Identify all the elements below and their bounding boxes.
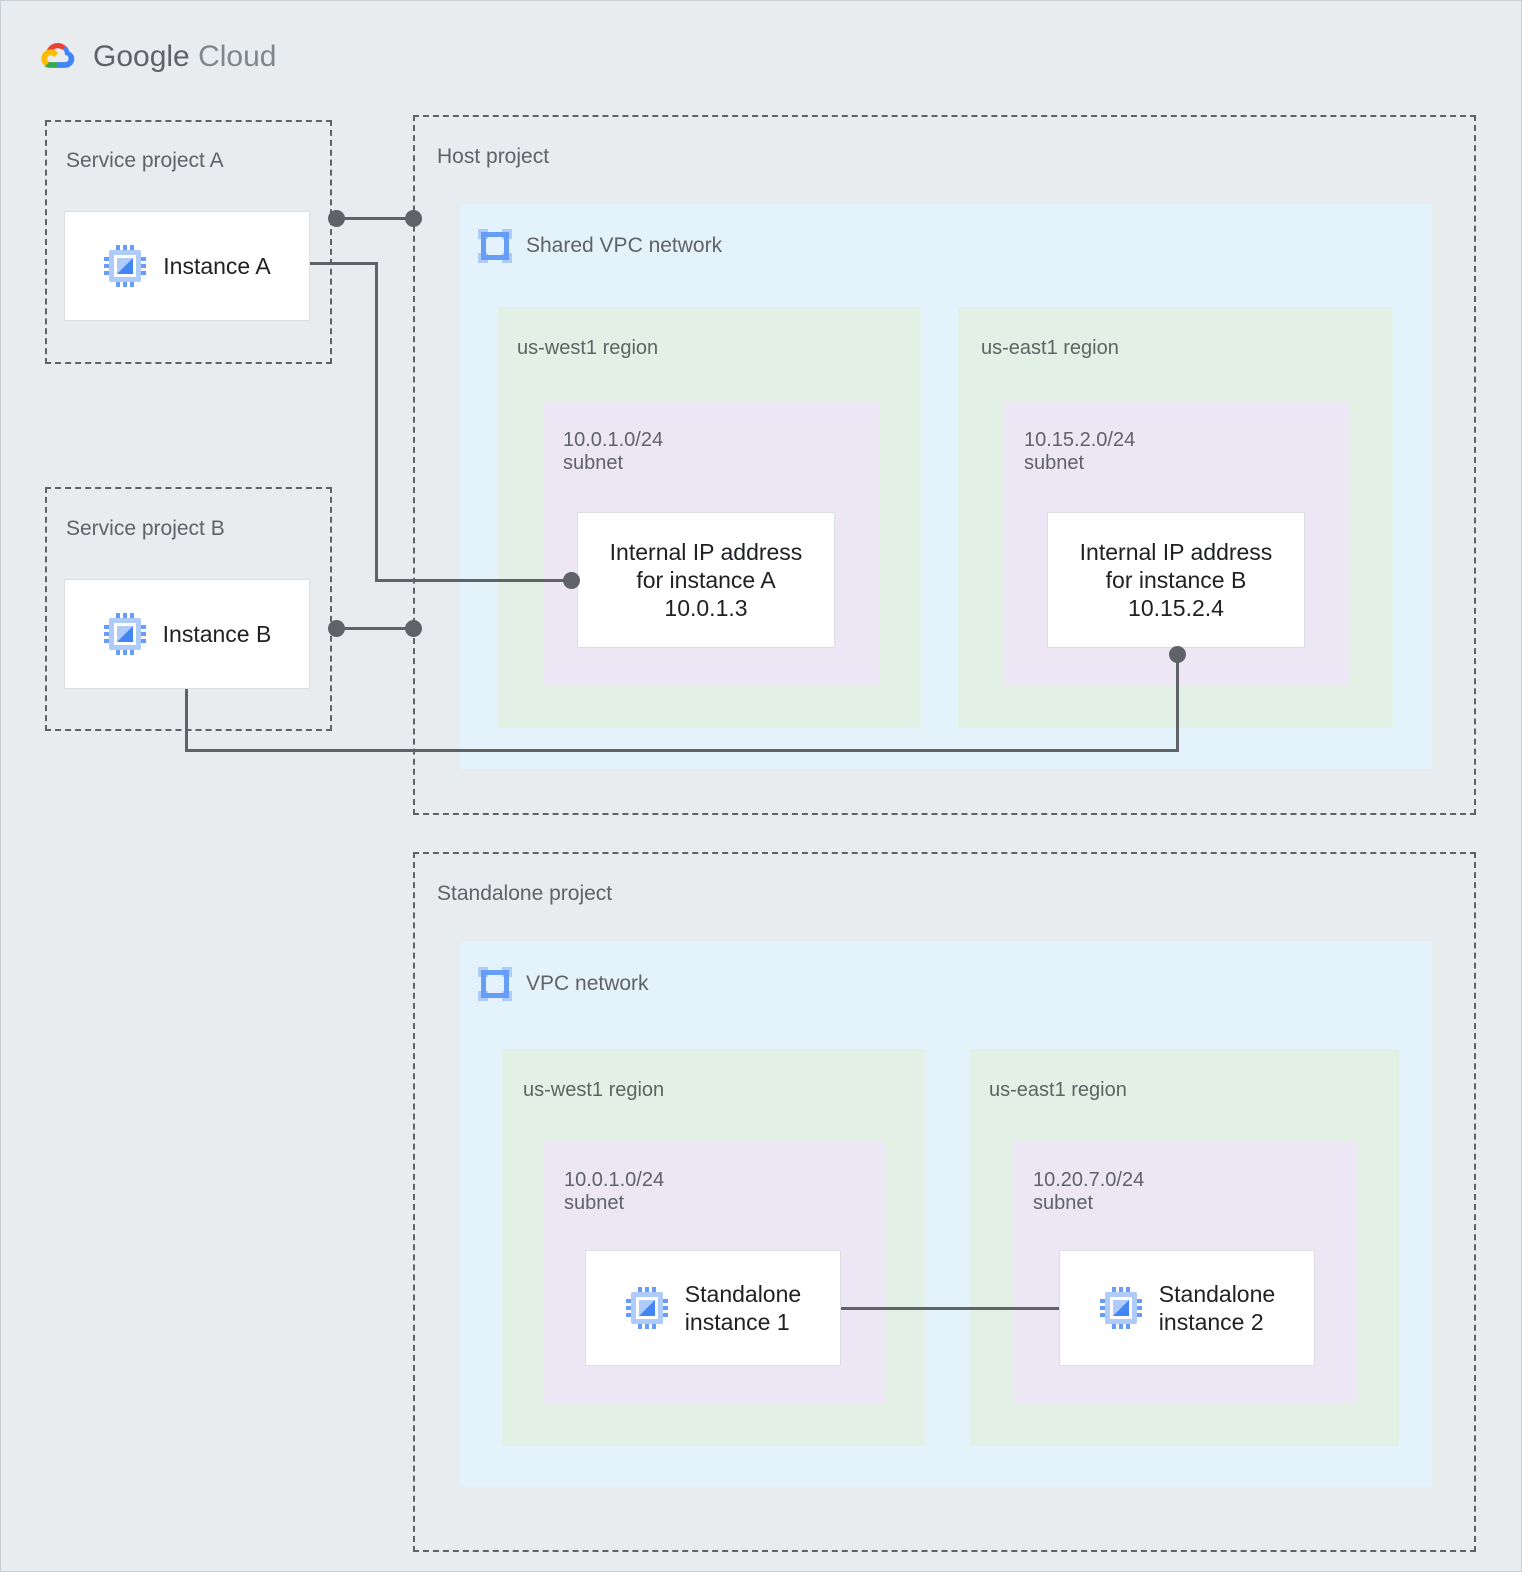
brand-word-cloud: Cloud — [198, 40, 277, 73]
connector-instance-b-boundary — [337, 627, 415, 630]
brand-word-google: Google — [93, 40, 190, 73]
connector-dot-service-b — [328, 620, 345, 637]
host-project-boundary — [413, 115, 1476, 815]
internal-ip-instance-b-text: Internal IP address for instance B 10.15… — [1079, 539, 1273, 621]
host-region-us-west1-label: us-west1 region — [517, 337, 659, 359]
standalone-instance-1-label: Standalone instance 1 — [684, 1281, 802, 1335]
shared-vpc-network-title: Shared VPC network — [526, 234, 723, 257]
vpc-network-icon — [478, 229, 512, 263]
shared-vpc-network-header: Shared VPC network — [478, 229, 722, 263]
vpc-network-title: VPC network — [526, 972, 649, 995]
host-subnet-a-label: 10.0.1.0/24 subnet — [563, 429, 664, 474]
host-region-us-east1-label: us-east1 region — [981, 337, 1119, 359]
connector-dot-service-a — [328, 210, 345, 227]
instance-b-card[interactable]: Instance B — [64, 579, 310, 689]
connector-dot-host-b — [405, 620, 422, 637]
google-cloud-brand: Google Cloud — [34, 37, 276, 77]
vpc-network-icon — [478, 967, 512, 1001]
standalone-instance-2-label: Standalone instance 2 — [1158, 1281, 1276, 1335]
internal-ip-instance-b-card: Internal IP address for instance B 10.15… — [1047, 512, 1305, 648]
instance-b-label: Instance B — [162, 621, 272, 647]
brand-wordmark: Google Cloud — [93, 40, 276, 74]
connector-b-seg1 — [185, 689, 188, 752]
connector-dot-host-a — [405, 210, 422, 227]
host-subnet-b-label: 10.15.2.0/24 subnet — [1024, 429, 1136, 474]
connector-a-seg3 — [375, 579, 571, 582]
vm-instance-icon — [625, 1287, 668, 1329]
service-project-a-boundary — [45, 120, 332, 364]
connector-dot-internal-ip-a — [563, 572, 580, 589]
connector-a-seg2 — [375, 262, 378, 582]
google-cloud-logo-icon — [41, 42, 75, 68]
connector-dot-internal-ip-b — [1169, 646, 1186, 663]
standalone-subnet-1-label: 10.0.1.0/24 subnet — [564, 1169, 665, 1214]
connector-b-seg3 — [1176, 651, 1179, 749]
vm-instance-icon — [103, 613, 146, 655]
host-project-label: Host project — [437, 145, 550, 168]
connector-instance-a-boundary — [337, 217, 415, 220]
standalone-subnet-2-label: 10.20.7.0/24 subnet — [1033, 1169, 1145, 1214]
standalone-region-us-west1-label: us-west1 region — [523, 1079, 665, 1101]
vm-instance-icon — [104, 245, 147, 287]
vpc-network-header: VPC network — [478, 967, 649, 1001]
instance-a-label: Instance A — [163, 253, 271, 279]
internal-ip-instance-a-card: Internal IP address for instance A 10.0.… — [577, 512, 835, 648]
internal-ip-instance-a-text: Internal IP address for instance A 10.0.… — [609, 539, 803, 621]
service-project-b-label: Service project B — [66, 517, 225, 540]
service-project-a-label: Service project A — [66, 149, 224, 172]
standalone-project-boundary — [413, 852, 1476, 1552]
service-project-b-boundary — [45, 487, 332, 731]
instance-a-card[interactable]: Instance A — [64, 211, 310, 321]
connector-standalone-1-2 — [841, 1307, 1059, 1310]
vm-instance-icon — [1099, 1287, 1142, 1329]
connector-a-seg1 — [310, 262, 378, 265]
connector-b-seg2 — [185, 749, 1179, 752]
standalone-instance-1-card[interactable]: Standalone instance 1 — [585, 1250, 841, 1366]
standalone-instance-2-card[interactable]: Standalone instance 2 — [1059, 1250, 1315, 1366]
standalone-project-label: Standalone project — [437, 882, 613, 905]
standalone-region-us-east1-label: us-east1 region — [989, 1079, 1127, 1101]
